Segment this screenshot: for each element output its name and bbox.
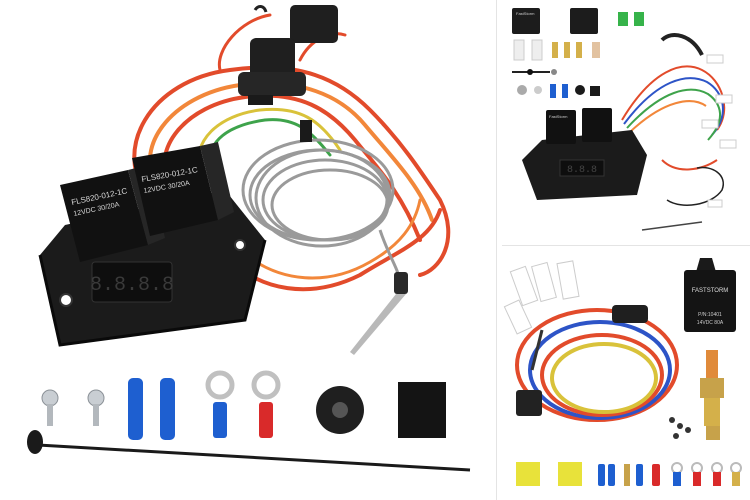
ring-terminal-blue [205, 370, 235, 438]
butt-connector-2 [160, 378, 175, 440]
accessories-row [27, 370, 471, 472]
thumb2-fuse-2 [558, 462, 582, 486]
thumb2-relay-part-no: P/N:10401 [698, 312, 722, 318]
thumb1-controller-module: FastStorm 8.8.8 [522, 108, 647, 200]
thumb2-fuse-1 [516, 462, 540, 486]
thumb1-wire-tags [701, 54, 737, 208]
panel-divider-horizontal [502, 245, 750, 246]
thumb1-fuse-2 [634, 12, 644, 26]
thumb2-wire-loops [515, 308, 679, 422]
thumb1-relay-2 [570, 8, 598, 34]
thumb2-relay-rating: 14VDC 80A [697, 320, 724, 326]
main-photo-canvas: 8.8.8.8 FLS820-012-1C 12VDC 30/20A FLS82… [27, 5, 471, 472]
thumb1-relay-brand: FastStorm [516, 11, 535, 16]
led-display [91, 261, 173, 303]
fuse-holders [238, 5, 338, 105]
thumb2-wire-tags [503, 260, 580, 335]
temperature-probe [350, 272, 408, 355]
ring-terminal-red [251, 370, 281, 438]
thumb2-relay: FASTSTORM P/N:10401 14VDC 80A [684, 258, 736, 332]
thumb1-fuse-1 [618, 12, 628, 26]
thumbnail-kit-overview[interactable]: FastStorm [502, 0, 750, 240]
thumb2-fuse-holder [612, 305, 648, 323]
foam-pad [398, 382, 446, 438]
thumb2-small-parts [669, 417, 691, 439]
thumb1-relay-1 [512, 8, 540, 34]
thumb2-relay-brand: FASTSTORM [692, 288, 729, 294]
display-digits: 8.8.8.8 [90, 274, 174, 297]
thumb2-bottom-parts-row [516, 462, 742, 486]
thumb1-wire-harness [621, 33, 726, 231]
screw-2 [87, 389, 105, 426]
wire-harness [132, 13, 451, 292]
thumb1-module-brand: FastStorm [549, 114, 568, 119]
probe-mount-tie [27, 430, 471, 472]
zip-tie [300, 120, 312, 142]
thumb2-temperature-switch [700, 350, 724, 440]
butt-connector-1 [128, 378, 143, 440]
main-product-photo: 8.8.8.8 FLS820-012-1C 12VDC 30/20A FLS82… [27, 5, 471, 472]
screw-1 [41, 389, 59, 426]
thumb1-canvas: FastStorm [512, 8, 737, 231]
grommet [316, 386, 364, 434]
relay-right: FLS820-012-1C 12VDC 30/20A [132, 142, 234, 236]
thumb2-canvas: FASTSTORM P/N:10401 14VDC 80A [503, 258, 742, 486]
thumbnail-relay-kit[interactable]: FASTSTORM P/N:10401 14VDC 80A [502, 250, 750, 500]
thumb2-connector [516, 390, 542, 416]
thumb1-small-parts [512, 39, 600, 98]
thumb1-display-digits: 8.8.8 [567, 165, 597, 176]
panel-divider-vertical [496, 0, 497, 500]
